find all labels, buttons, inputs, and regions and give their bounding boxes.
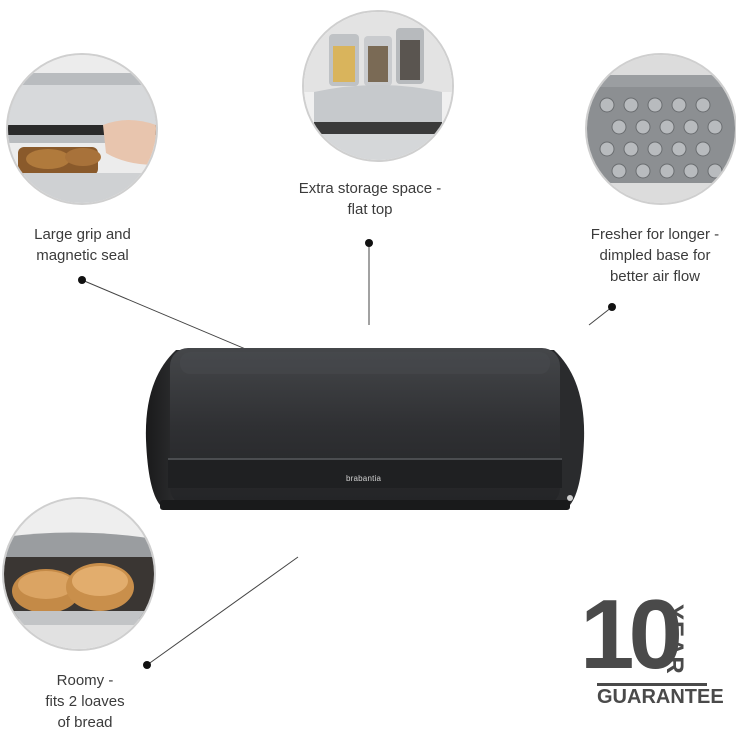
grip-caption: Large grip and magnetic seal — [20, 224, 145, 266]
fresh-caption-line3: better air flow — [609, 268, 701, 285]
storage-detail-image — [302, 10, 454, 162]
guarantee-unit: YEAR — [661, 604, 688, 675]
roomy-caption-line1: Roomy - — [56, 672, 114, 689]
brand-logo: brabantia — [346, 474, 382, 483]
fresh-caption-line1: Fresher for longer - — [590, 226, 720, 243]
grip-caption-line2: magnetic seal — [36, 247, 129, 264]
grip-detail-image — [6, 53, 158, 205]
guarantee-divider — [597, 683, 707, 686]
storage-caption: Extra storage space - flat top — [282, 178, 458, 220]
fresh-caption: Fresher for longer - dimpled base for be… — [580, 224, 730, 287]
storage-caption-line2: flat top — [347, 201, 393, 218]
guarantee-number: 10 — [580, 579, 683, 689]
guarantee-word: GUARANTEE — [597, 686, 724, 708]
fresh-caption-line2: dimpled base for — [599, 247, 711, 264]
storage-caption-line1: Extra storage space - — [298, 180, 442, 197]
roomy-detail-image — [2, 497, 156, 651]
roomy-caption: Roomy - fits 2 loaves of bread — [30, 670, 140, 733]
roomy-caption-line3: of bread — [57, 714, 113, 731]
grip-caption-line1: Large grip and — [34, 226, 131, 243]
roomy-caption-line2: fits 2 loaves — [45, 693, 125, 710]
dimpled-base-detail-image — [585, 53, 736, 205]
